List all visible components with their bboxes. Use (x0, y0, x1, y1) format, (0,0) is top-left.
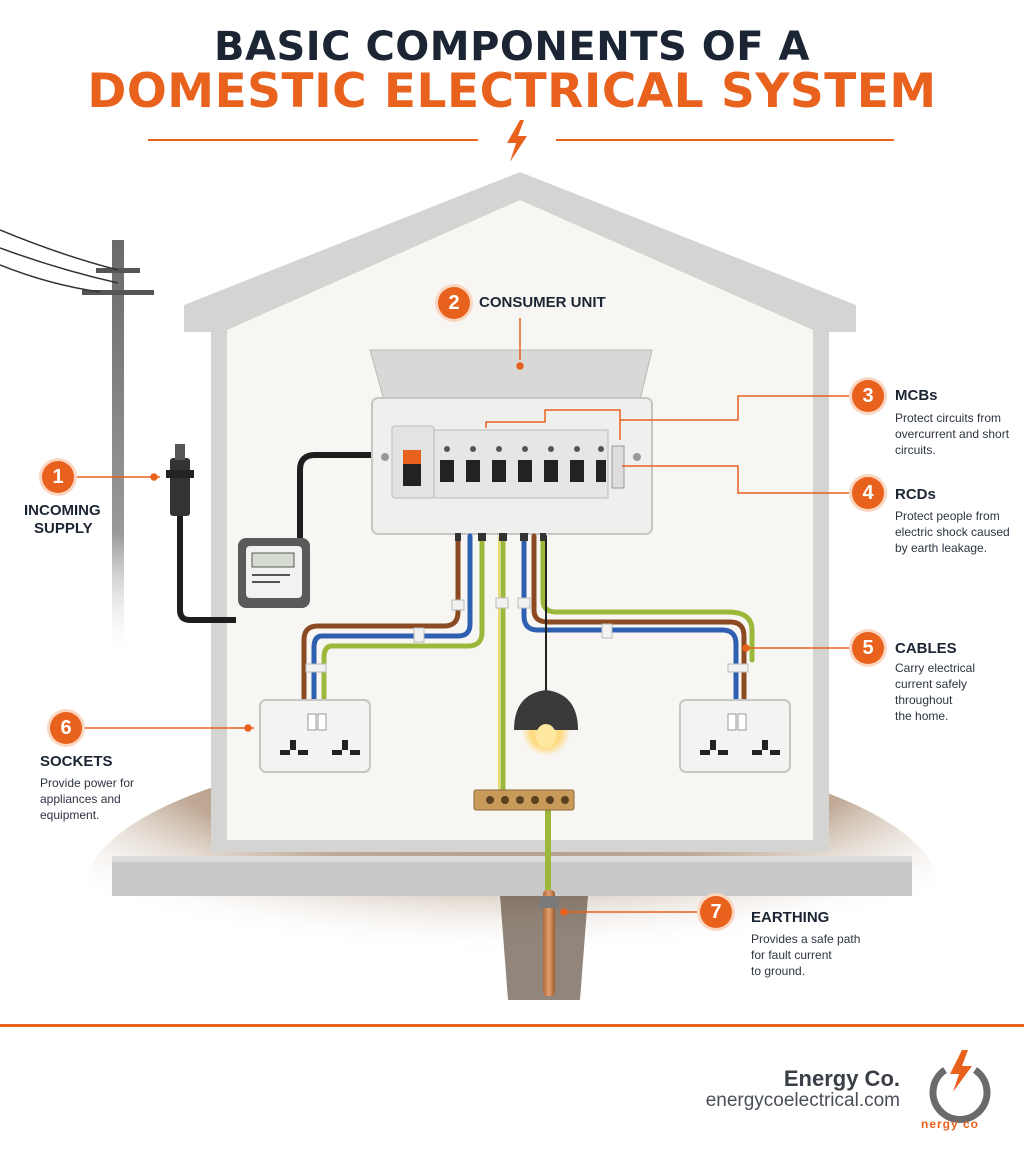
badge-sockets: 6 (50, 712, 82, 744)
title-line-1: BASIC COMPONENTS OF A (214, 24, 810, 70)
title-line-2: DOMESTIC ELECTRICAL SYSTEM (87, 64, 937, 119)
desc-rcds-1: Protect people from (895, 509, 1000, 523)
socket-right (679, 699, 791, 773)
desc-rcds-3: by earth leakage. (895, 541, 988, 555)
desc-cables-2: current safely (895, 677, 968, 691)
title-divider (148, 120, 894, 162)
pendant-lamp (514, 690, 578, 756)
label-incoming-supply-line2: SUPPLY (34, 520, 93, 537)
desc-earthing-3: to ground. (751, 964, 806, 978)
desc-cables-4: the home. (895, 709, 949, 723)
label-mcbs: MCBs (895, 387, 938, 404)
brand-url[interactable]: energycoelectrical.com (705, 1090, 900, 1111)
badge-earthing: 7 (700, 896, 732, 928)
desc-mcbs-1: Protect circuits from (895, 411, 1002, 425)
badge-cables: 5 (852, 632, 884, 664)
incoming-supply-cable (166, 444, 372, 623)
utility-pole (0, 229, 154, 660)
leader-lines (74, 318, 852, 916)
logo-text: nergy co (921, 1117, 980, 1131)
label-cables: CABLES (895, 640, 957, 657)
brand-name: Energy Co. (783, 1066, 900, 1091)
label-consumer-unit: CONSUMER UNIT (479, 294, 606, 311)
label-earthing: EARTHING (751, 909, 830, 926)
badge-consumer-unit: 2 (438, 287, 470, 319)
desc-cables-1: Carry electrical (895, 661, 976, 675)
desc-sockets-3: equipment. (40, 808, 100, 822)
badge-rcds: 4 (852, 477, 884, 509)
label-incoming-supply-line1: INCOMING (24, 502, 101, 519)
badge-mcbs: 3 (852, 380, 884, 412)
desc-mcbs-3: circuits. (895, 443, 936, 457)
desc-sockets-2: appliances and (40, 792, 121, 806)
desc-mcbs-2: overcurrent and short (895, 427, 1010, 441)
desc-rcds-2: electric shock caused (895, 525, 1010, 539)
wiring (301, 533, 755, 903)
footer-divider (0, 1024, 1024, 1027)
electricity-meter (238, 538, 310, 608)
desc-earthing-2: for fault current (751, 948, 832, 962)
label-sockets: SOCKETS (40, 753, 113, 770)
power-logo-icon (929, 1050, 991, 1123)
desc-earthing-1: Provides a safe path (751, 932, 861, 946)
earth-rod (539, 890, 559, 996)
consumer-unit (369, 349, 653, 535)
mcb-row (433, 429, 609, 499)
label-rcds: RCDs (895, 486, 936, 503)
desc-sockets-1: Provide power for (40, 776, 135, 790)
lightning-bolt-icon (507, 120, 527, 162)
desc-cables-3: throughout (895, 693, 953, 707)
badge-incoming-supply: 1 (42, 461, 74, 493)
earth-bar (473, 789, 575, 811)
socket-left (259, 699, 371, 773)
